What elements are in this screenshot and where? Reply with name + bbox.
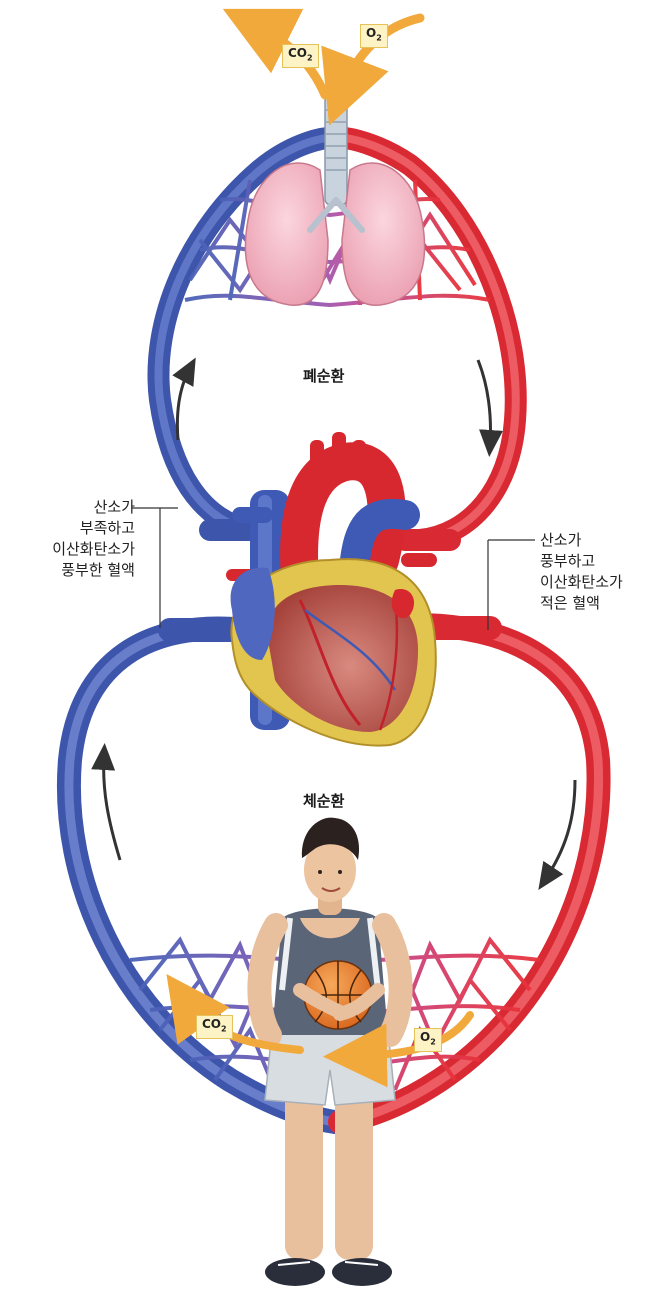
oxygen-rich-line-3: 이산화탄소가 bbox=[540, 572, 623, 593]
oxygen-rich-line-1: 산소가 bbox=[540, 530, 623, 551]
oxygen-poor-line-1: 산소가 bbox=[30, 497, 135, 518]
oxygen-poor-line-3: 이산화탄소가 bbox=[30, 539, 135, 560]
co2-tissue-tag: CO2 bbox=[196, 1015, 233, 1039]
oxygen-poor-blood-label: 산소가 부족하고 이산화탄소가 풍부한 혈액 bbox=[30, 497, 135, 581]
oxygen-rich-line-4: 적은 혈액 bbox=[540, 593, 623, 614]
lungs-icon bbox=[245, 95, 424, 305]
co2-lung-tag: CO2 bbox=[282, 44, 319, 68]
o2-lung-tag: O2 bbox=[360, 24, 388, 48]
oxygen-rich-blood-label: 산소가 풍부하고 이산화탄소가 적은 혈액 bbox=[540, 530, 623, 614]
oxygen-rich-line-2: 풍부하고 bbox=[540, 551, 623, 572]
heart-icon bbox=[231, 432, 436, 746]
systemic-circulation-label: 체순환 bbox=[303, 790, 344, 811]
oxygen-poor-line-4: 풍부한 혈액 bbox=[30, 560, 135, 581]
oxygen-poor-line-2: 부족하고 bbox=[30, 518, 135, 539]
o2-tissue-tag: O2 bbox=[414, 1028, 442, 1052]
lung-gas-arrows bbox=[255, 18, 420, 95]
pulmonary-circulation-label: 폐순환 bbox=[303, 365, 344, 386]
